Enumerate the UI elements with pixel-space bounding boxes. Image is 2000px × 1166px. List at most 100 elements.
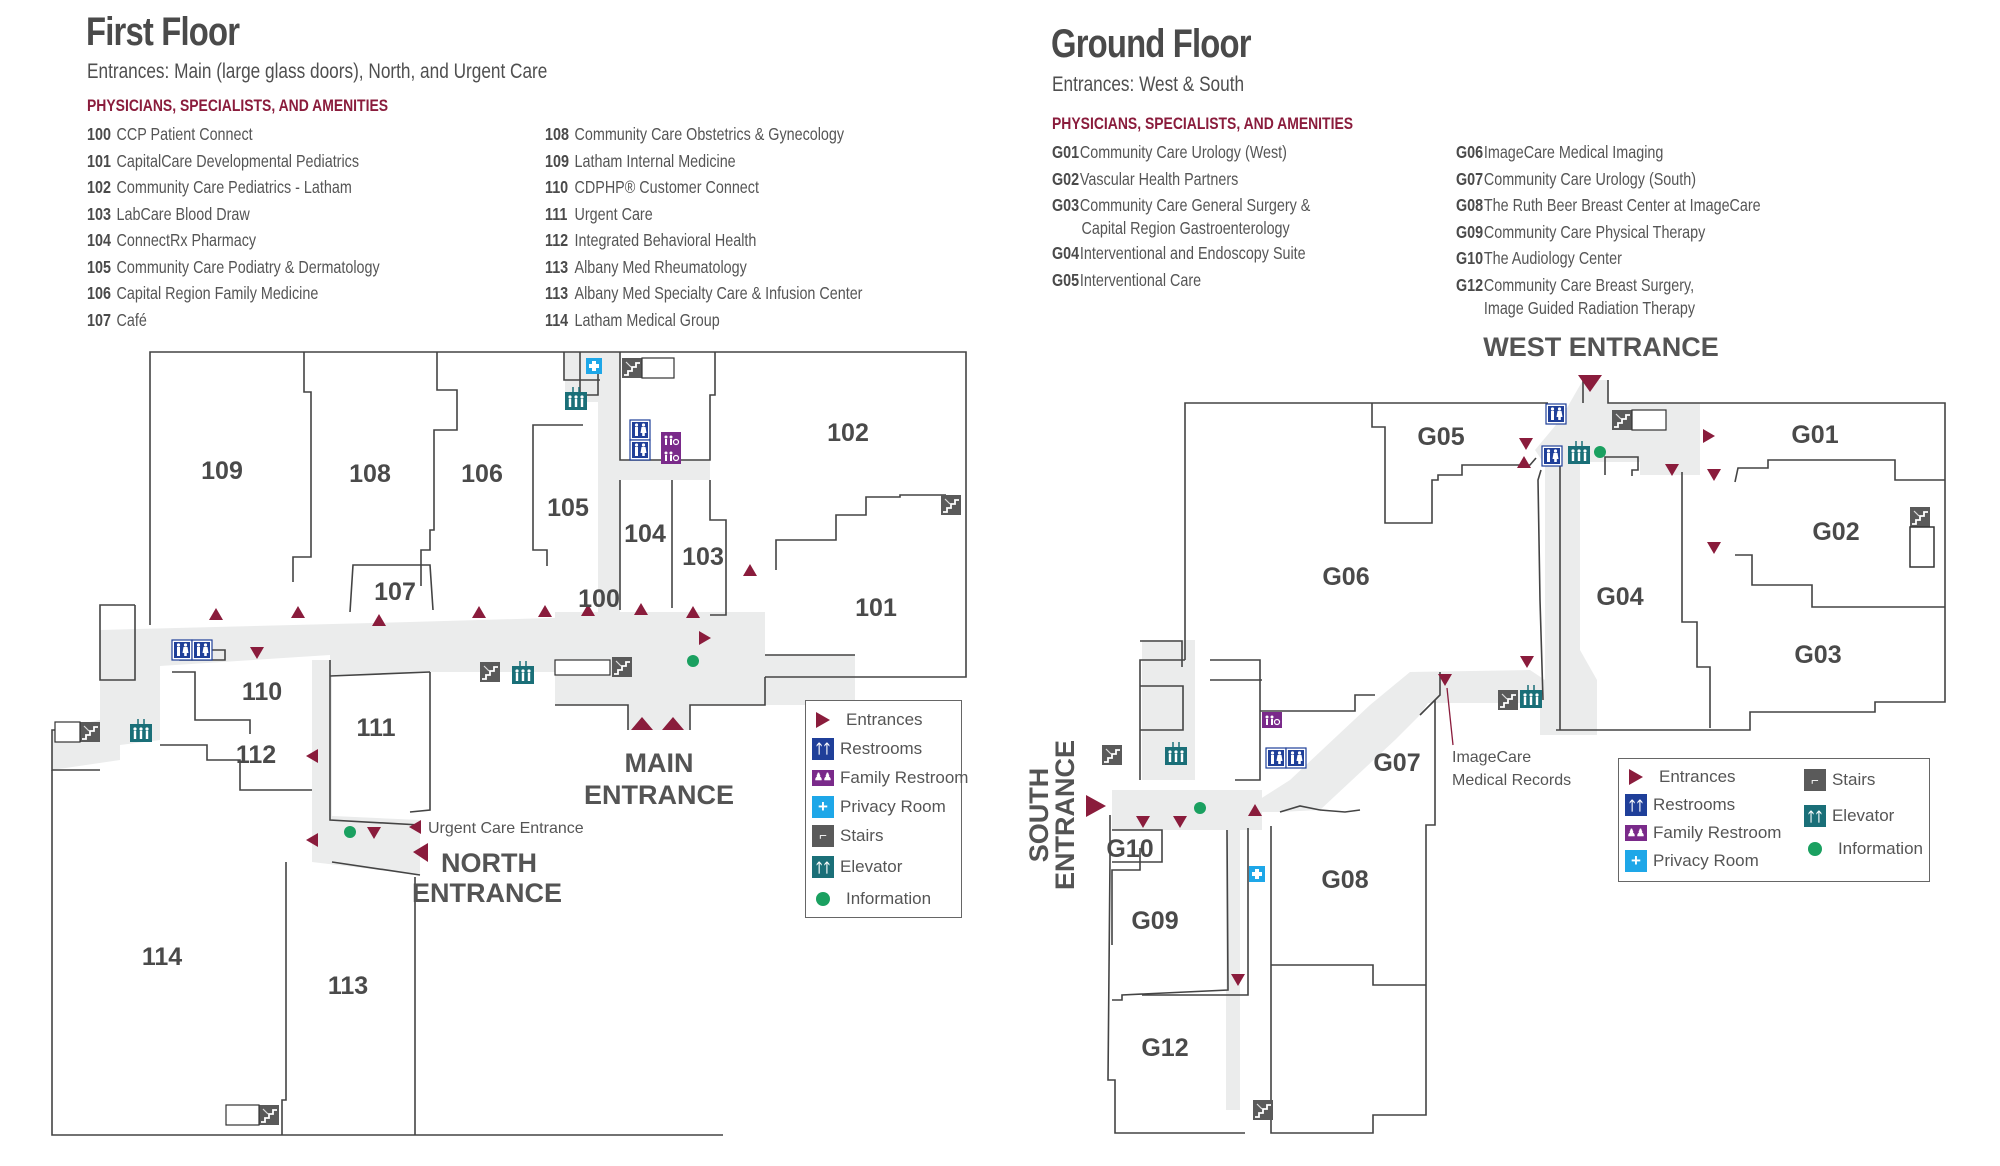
ground-floor-directory-left: G01Community Care Urology (West) G02Vasc…: [1052, 139, 1367, 293]
medical-records-pointer: [1446, 687, 1454, 746]
legend-information: Information: [1804, 835, 1923, 863]
room-label-g05: G05: [1417, 423, 1464, 451]
legend-privacy-room: +Privacy Room: [812, 792, 955, 821]
directory-item: G03Community Care General Surgery &Capit…: [1052, 195, 1311, 238]
main-entrance-arrow: [631, 717, 653, 730]
legend-entrances: Entrances: [812, 705, 955, 734]
stairs-icon: [1611, 409, 1633, 431]
main-entrance-label: ENTRANCE: [584, 780, 734, 810]
restroom-icon: [1545, 403, 1567, 425]
room-label-g02: G02: [1812, 518, 1859, 546]
directory-item: G07Community Care Urology (South): [1456, 168, 1697, 189]
directory-item: G02Vascular Health Partners: [1052, 168, 1239, 189]
north-entrance-label: NORTH: [441, 848, 537, 878]
room-label-100: 100: [578, 585, 620, 613]
privacy-room-icon: +: [812, 795, 834, 818]
restroom-icon: [1285, 747, 1307, 769]
stairs-icon: ⌐: [1803, 769, 1826, 791]
directory-item: G09Community Care Physical Therapy: [1456, 221, 1706, 242]
legend-entrances: Entrances: [1625, 763, 1804, 791]
first-floor-map: 109 108 106 105 104 103 102 101 100 107 …: [51, 351, 967, 1136]
main-entrance-label: MAIN: [625, 748, 694, 778]
entrance-icon: [816, 711, 830, 728]
west-entrance-arrow: [1578, 375, 1602, 392]
medical-records-label: Medical Records: [1452, 772, 1571, 789]
room-label-g01: G01: [1791, 421, 1838, 449]
first-floor-entrances: Entrances: Main (large glass doors), Nor…: [87, 60, 548, 83]
ground-floor-entrances: Entrances: West & South: [1052, 73, 1245, 96]
room-label-g09: G09: [1131, 907, 1178, 935]
directory-item: G01Community Care Urology (West): [1052, 142, 1287, 162]
privacy-room-icon: [1249, 866, 1265, 882]
restroom-icon: [171, 639, 193, 661]
stairs-icon: [621, 357, 643, 379]
family-restroom-icon: [1261, 711, 1283, 729]
room-label-102: 102: [827, 419, 869, 447]
svg-text:SOUTH: SOUTH: [1024, 768, 1054, 863]
restroom-icon: [1265, 747, 1287, 769]
elevator-icon: ᛏᛏ: [812, 856, 834, 878]
room-label-g07: G07: [1373, 749, 1420, 777]
legend-stairs: ⌐Stairs: [812, 821, 955, 850]
family-restroom-icon: [660, 447, 682, 465]
information-icon: [1807, 842, 1822, 856]
south-entrance-label: SOUTH ENTRANCE: [1024, 740, 1080, 890]
stairs-icon: [1252, 1099, 1274, 1121]
stairs-icon: [258, 1104, 280, 1126]
stairs-icon: [79, 721, 101, 743]
stairs-icon: [479, 661, 501, 683]
room-label-113: 113: [328, 972, 368, 1000]
directory-item: G05Interventional Care: [1052, 269, 1202, 290]
stairs-icon: [611, 656, 633, 678]
stairs-icon: [1101, 744, 1123, 766]
stairs-icon: [1909, 506, 1931, 528]
legend-stairs: ⌐Stairs: [1803, 763, 1923, 797]
directory-item: G08The Ruth Beer Breast Center at ImageC…: [1456, 195, 1761, 215]
medical-records-label: ImageCare: [1452, 749, 1531, 766]
room-label-104: 104: [624, 520, 666, 548]
restroom-icon: [191, 639, 213, 661]
north-entrance-label: ENTRANCE: [412, 878, 562, 908]
directory-item: G04Interventional and Endoscopy Suite: [1052, 243, 1306, 263]
ground-floor-section-heading: PHYSICIANS, SPECIALISTS, AND AMENITIES: [1052, 114, 1354, 133]
family-restroom-icon: ♟♟: [1625, 825, 1647, 841]
restroom-icon: ᛏᛏ: [812, 737, 834, 760]
information-icon: [816, 891, 830, 906]
privacy-room-icon: [586, 358, 602, 374]
entrance-icon: [1629, 769, 1643, 785]
stairs-icon: ⌐: [812, 824, 834, 847]
main-entrance-arrow: [662, 717, 684, 730]
restroom-icon: [629, 439, 651, 461]
room-label-g10: G10: [1106, 835, 1153, 863]
room-label-105: 105: [547, 494, 589, 522]
ground-floor-title: Ground Floor: [1051, 22, 1252, 66]
north-entrance-arrow: [413, 843, 428, 862]
information-icon: [344, 826, 356, 838]
ground-floor-directory-right: G06ImageCare Medical Imaging G07Communit…: [1456, 139, 1828, 320]
room-label-111: 111: [357, 714, 396, 742]
room-label-106: 106: [461, 460, 503, 488]
legend-family-restroom: ♟♟Family Restroom: [1625, 819, 1804, 847]
directory-item: G10The Audiology Center: [1456, 248, 1622, 268]
first-floor-section-heading: PHYSICIANS, SPECIALISTS, AND AMENITIES: [87, 96, 389, 115]
directory-item: G12Community Care Breast Surgery,Image G…: [1456, 274, 1696, 318]
room-label-g06: G06: [1322, 563, 1369, 591]
legend-family-restroom: ♟♟Family Restroom: [812, 763, 968, 792]
